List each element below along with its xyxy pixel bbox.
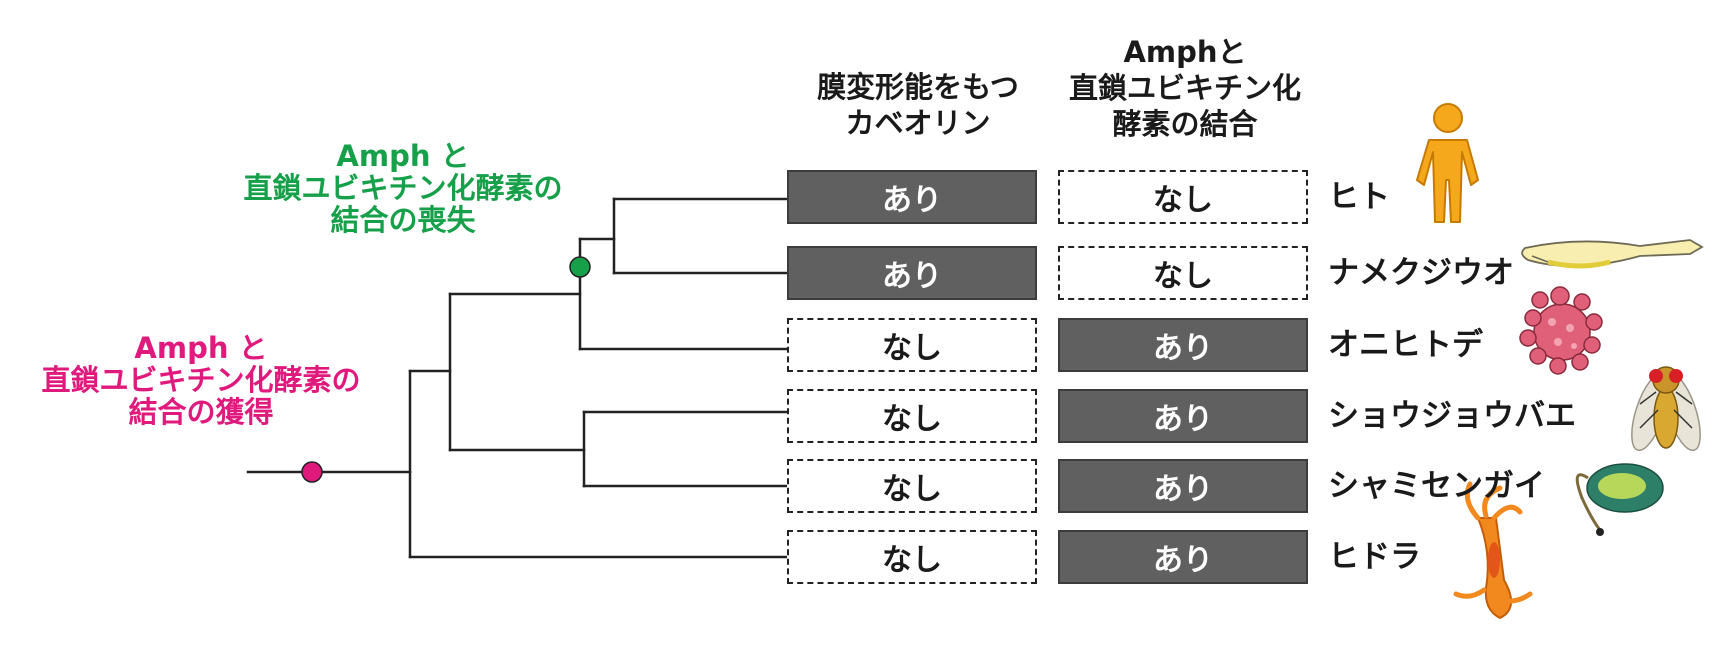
caveolin-header-line: 膜変形能をもつ <box>817 70 1019 104</box>
binding-cell: なし <box>1058 170 1308 224</box>
loss-event-line: 結合の喪失 <box>330 203 476 237</box>
fruit-fly-icon <box>1631 366 1701 452</box>
caveolin-cell: あり <box>787 246 1037 300</box>
gain-event-marker <box>301 461 323 483</box>
species-label: ナメクジウオ <box>1328 255 1514 291</box>
species-label: ヒドラ <box>1328 539 1421 575</box>
gain-event-line: Amph と <box>134 331 268 365</box>
lingula-icon <box>1575 463 1664 536</box>
species-label: ヒト <box>1328 179 1390 215</box>
binding-cell: なし <box>1058 246 1308 300</box>
caveolin-cell: なし <box>787 318 1037 372</box>
binding-cell: あり <box>1058 459 1308 513</box>
species-label: オニヒトデ <box>1328 327 1483 363</box>
binding-cell: あり <box>1058 389 1308 443</box>
caveolin-cell: なし <box>787 389 1037 443</box>
hydra-icon <box>1453 481 1533 620</box>
species-label: シャミセンガイ <box>1328 468 1545 504</box>
human-icon <box>1416 103 1479 223</box>
lancelet-icon <box>1521 239 1704 269</box>
caveolin-cell: なし <box>787 459 1037 513</box>
binding-header-line: 酵素の結合 <box>1112 107 1258 141</box>
starfish-icon <box>1519 286 1603 375</box>
gain-event-label: Amph と 直鎖ユビキチン化酵素の 結合の獲得 <box>10 332 392 428</box>
loss-event-line: 直鎖ユビキチン化酵素の <box>243 171 563 205</box>
binding-header-line: 直鎖ユビキチン化 <box>1068 71 1301 105</box>
binding-header-line: Amphと <box>1123 35 1247 69</box>
caveolin-column-header: 膜変形能をもつ カベオリン <box>783 69 1053 141</box>
caveolin-cell: なし <box>787 530 1037 584</box>
binding-column-header: Amphと 直鎖ユビキチン化 酵素の結合 <box>1040 34 1330 142</box>
species-label: ショウジョウバエ <box>1328 398 1576 434</box>
binding-cell: あり <box>1058 318 1308 372</box>
gain-event-line: 直鎖ユビキチン化酵素の <box>41 363 361 397</box>
loss-event-label: Amph と 直鎖ユビキチン化酵素の 結合の喪失 <box>212 140 594 236</box>
gain-event-line: 結合の獲得 <box>128 395 274 429</box>
caveolin-header-line: カベオリン <box>845 106 991 140</box>
loss-event-marker <box>569 256 591 278</box>
loss-event-line: Amph と <box>336 139 470 173</box>
binding-cell: あり <box>1058 530 1308 584</box>
caveolin-cell: あり <box>787 170 1037 224</box>
